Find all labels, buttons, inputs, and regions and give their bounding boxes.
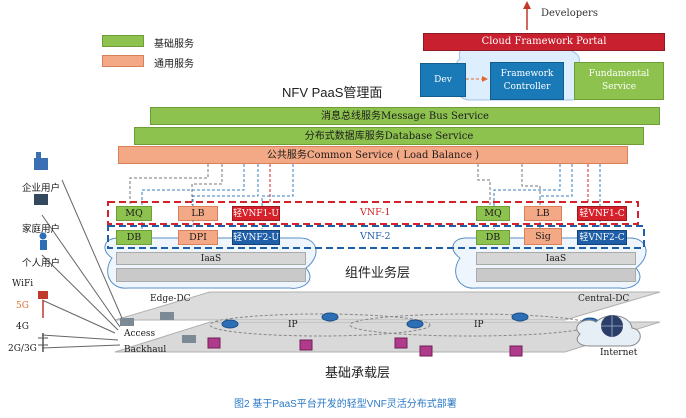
central-vnf2c: 轻VNF2-C bbox=[577, 230, 627, 245]
edge-dpi: DPI bbox=[178, 230, 218, 245]
figure-caption: 图2 基于PaaS平台开发的轻型VNF灵活分布式部署 bbox=[234, 399, 457, 410]
base-layer-label: 基础承载层 bbox=[325, 365, 391, 380]
label-5g: 5G bbox=[16, 301, 29, 311]
central-iaas: IaaS bbox=[476, 252, 636, 265]
backhaul-label: Backhaul bbox=[124, 345, 167, 355]
access-label: Access bbox=[124, 329, 156, 339]
legend-label-common: 通用服务 bbox=[154, 59, 194, 70]
mgmt-title: NFV PaaS管理面 bbox=[282, 85, 383, 100]
edge-db: DB bbox=[116, 230, 152, 245]
central-vnf1c: 轻VNF1-C bbox=[577, 206, 627, 221]
vnf1-label: VNF-1 bbox=[360, 207, 391, 218]
vnf2-label: VNF-2 bbox=[360, 231, 391, 242]
message-bus-bar: 消息总线服务Message Bus Service bbox=[150, 107, 660, 125]
edge-vnf2u: 轻VNF2-U bbox=[232, 230, 280, 245]
user-home: 家庭用户 bbox=[22, 224, 61, 235]
ip-ring-left bbox=[209, 313, 431, 337]
legend-swatch-basic bbox=[102, 35, 144, 47]
vnf1-region bbox=[107, 201, 639, 225]
central-sig: Sig bbox=[524, 228, 562, 245]
edge-iaas-hardware bbox=[116, 268, 306, 282]
component-layer-label: 组件业务层 bbox=[345, 265, 411, 280]
fundamental-service-box: Fundamental Service bbox=[574, 62, 664, 100]
central-db: DB bbox=[476, 230, 510, 245]
devtools-arrowhead bbox=[482, 76, 488, 82]
edge-mq: MQ bbox=[116, 206, 152, 221]
common-service-bar: 公共服务Common Service ( Load Balance ) bbox=[118, 146, 628, 164]
label-4g: 4G bbox=[16, 322, 29, 332]
central-mq: MQ bbox=[476, 206, 510, 221]
vnf2-region bbox=[107, 225, 645, 249]
switch-icons bbox=[207, 337, 523, 357]
label-2g3g: 2G/3G bbox=[8, 344, 37, 354]
base-platform-lower bbox=[114, 321, 661, 353]
access-lines bbox=[41, 179, 126, 349]
legend-swatch-common bbox=[102, 55, 144, 67]
edge-iaas: IaaS bbox=[116, 252, 306, 265]
edge-vnf1u: 轻VNF1-U bbox=[232, 206, 280, 221]
internet-label: Internet bbox=[600, 348, 638, 358]
label-wifi: WiFi bbox=[12, 279, 34, 289]
left-device-icons bbox=[34, 152, 196, 352]
database-bar: 分布式数据库服务Database Service bbox=[134, 127, 644, 145]
developers-arrowhead bbox=[523, 1, 531, 9]
cloud-framework-portal: Cloud Framework Portal bbox=[423, 33, 665, 51]
developers-label: Developers bbox=[541, 8, 598, 19]
ip-label-left: IP bbox=[288, 320, 298, 330]
central-iaas-hardware bbox=[476, 268, 636, 282]
edge-dc-label: Edge-DC bbox=[150, 294, 191, 304]
edge-lb: LB bbox=[178, 206, 218, 221]
ip-label-right: IP bbox=[474, 320, 484, 330]
central-lb: LB bbox=[524, 206, 562, 221]
central-dc-label: Central-DC bbox=[578, 294, 630, 304]
legend-label-basic: 基础服务 bbox=[154, 39, 194, 50]
dev-tools-box: Dev Tools bbox=[420, 63, 466, 117]
user-enterprise: 企业用户 bbox=[22, 183, 61, 194]
user-personal: 个人用户 bbox=[22, 258, 61, 269]
framework-controller-box: Framework Controller bbox=[490, 62, 564, 100]
